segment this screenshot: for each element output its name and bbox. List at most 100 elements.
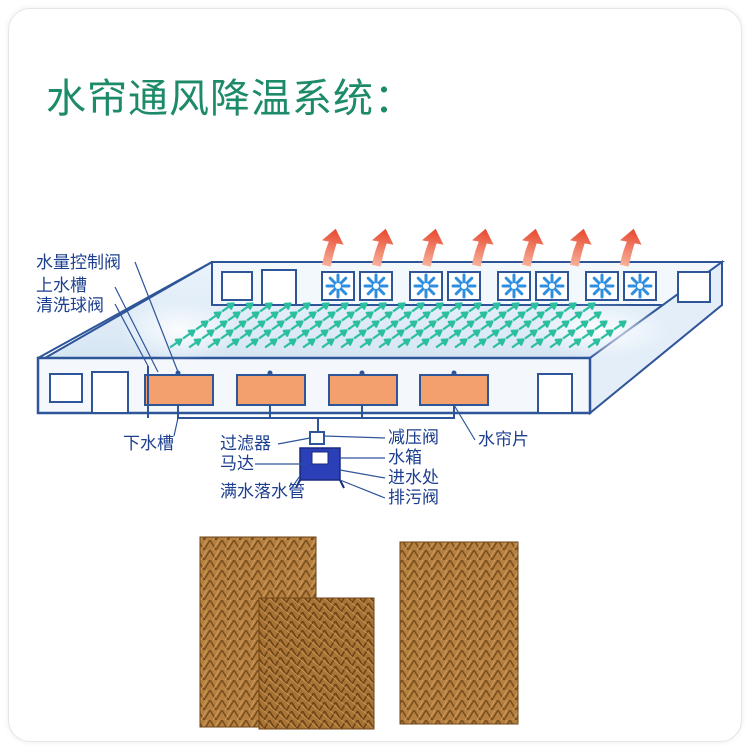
label-motor: 马达 [220, 454, 254, 474]
airflow-arrow-icon [454, 338, 468, 349]
hot-air-arrow-icon [371, 228, 394, 267]
airflow-arrow-icon [246, 311, 260, 322]
airflow-arrow-icon [284, 311, 298, 322]
airflow-arrow-icon [240, 302, 254, 313]
airflow-arrow-icon [499, 320, 513, 331]
airflow-arrow-icon [208, 311, 222, 322]
airflow-arrow-icon [467, 329, 481, 340]
airflow-arrow-icon [525, 302, 539, 313]
airflow-arrow-icon [379, 311, 393, 322]
airflow-arrow-icon [423, 320, 437, 331]
airflow-arrow-icon [373, 302, 387, 313]
window [221, 271, 253, 301]
hot-air-arrow-icon [619, 228, 642, 267]
front-wall [36, 356, 592, 415]
window [49, 373, 83, 403]
label-water-inlet: 进水处 [388, 468, 439, 488]
airflow-arrow-icon [398, 311, 412, 322]
airflow-arrow-icon [214, 320, 228, 331]
airflow-arrow-icon [316, 302, 330, 313]
airflow-arrow-icon [487, 302, 501, 313]
airflow-arrow-icon [411, 302, 425, 313]
airflow-arrow-icon [473, 338, 487, 349]
airflow-arrow-icon [265, 311, 279, 322]
airflow-arrow-icon [378, 338, 392, 349]
airflow-arrow-icon [404, 320, 418, 331]
airflow-arrow-icon [392, 302, 406, 313]
airflow-arrow-icon [182, 329, 196, 340]
airflow-arrow-icon [221, 302, 235, 313]
airflow-arrow-icon [315, 329, 329, 340]
airflow-arrow-icon [486, 329, 500, 340]
pad-sample [258, 597, 375, 730]
airflow-arrow-icon [259, 302, 273, 313]
airflow-arrow-icon [524, 329, 538, 340]
airflow-arrow-icon [518, 320, 532, 331]
label-lower-trough: 下水槽 [123, 434, 174, 454]
airflow-arrow-icon [455, 311, 469, 322]
hot-air-arrow-icon [421, 228, 444, 267]
label-drain-valve: 排污阀 [388, 488, 439, 508]
airflow-arrow-icon [303, 311, 317, 322]
airflow-arrow-icon [233, 320, 247, 331]
leader-lines [114, 261, 476, 499]
airflow-arrow-icon [442, 320, 456, 331]
airflow-arrow-icon [410, 329, 424, 340]
airflow-arrow-icon [417, 311, 431, 322]
hot-air-arrow-icon [471, 228, 494, 267]
window [677, 271, 711, 303]
exhaust-fans [321, 271, 657, 301]
airflow-arrow-icon [569, 311, 583, 322]
airflow-arrow-icon [283, 338, 297, 349]
airflow-arrow-icon [258, 329, 272, 340]
door [91, 371, 129, 414]
exhaust-fan-icon [359, 271, 393, 301]
airflow-arrow-icon [335, 302, 349, 313]
airflow-arrow-icon [271, 320, 285, 331]
exhaust-fan-icon [321, 271, 355, 301]
airflow-arrow-icon [448, 329, 462, 340]
pad-sample [399, 541, 519, 725]
airflow-arrow-icon [347, 320, 361, 331]
airflow-arrow-icon [474, 311, 488, 322]
airflow-arrow-icon [537, 320, 551, 331]
airflow-arrow-icon [302, 338, 316, 349]
airflow-arrow-icon [511, 338, 525, 349]
exhaust-fan-icon [447, 271, 481, 301]
airflow-arrow-icon [530, 338, 544, 349]
airflow-arrow-icon [353, 329, 367, 340]
cooling-pad [419, 374, 489, 406]
label-filter: 过滤器 [220, 434, 271, 454]
airflow-arrow-icon [322, 311, 336, 322]
airflow-arrow-icon [562, 329, 576, 340]
airflow-arrow-icon [169, 338, 183, 349]
airflow-arrow-icon [341, 311, 355, 322]
airflow-arrow-icon [227, 311, 241, 322]
airflow-arrow-icon [239, 329, 253, 340]
airflow-arrow-icon [512, 311, 526, 322]
label-overflow-pipe: 满水落水管 [220, 482, 305, 502]
airflow-arrow-icon [391, 329, 405, 340]
airflow-arrow-icon [264, 338, 278, 349]
airflow-arrow-icon [505, 329, 519, 340]
airflow-arrow-icon [252, 320, 266, 331]
airflow-arrow-icon [429, 329, 443, 340]
airflow-arrow-icon [436, 311, 450, 322]
airflow-arrow-icon [613, 320, 627, 331]
airflow-arrow-icon [581, 329, 595, 340]
airflow-arrow-icon [397, 338, 411, 349]
motor [311, 451, 329, 465]
airflow-arrow-icon [461, 320, 475, 331]
water-pipes [147, 366, 455, 440]
airflow-arrow-icon [277, 329, 291, 340]
airflow-arrow-icon [449, 302, 463, 313]
airflow-arrow-icon [544, 302, 558, 313]
airflow-arrow-icon [207, 338, 221, 349]
airflow-arrow-icon [492, 338, 506, 349]
airflow-arrow-icon [543, 329, 557, 340]
airflow-arrow-icon [468, 302, 482, 313]
label-water-flow-valve: 水量控制阀 [36, 253, 121, 273]
airflow-arrow-icon [549, 338, 563, 349]
airflow-arrow-icon [600, 329, 614, 340]
